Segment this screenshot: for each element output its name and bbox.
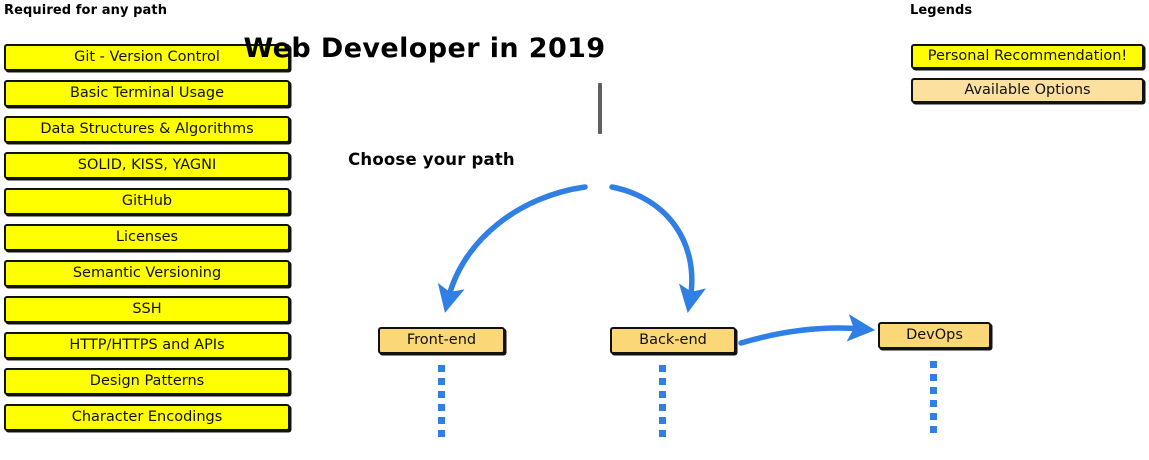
arrow-center-to-backend (609, 184, 707, 313)
trail-dot (930, 426, 937, 433)
trail-dot (930, 361, 937, 368)
required-skill-label: SSH (132, 301, 162, 318)
trail-dot (659, 417, 666, 424)
trail-dot (659, 365, 666, 372)
trail-dot (438, 391, 445, 398)
required-skill-label: HTTP/HTTPS and APIs (69, 337, 225, 354)
trail-dot (438, 417, 445, 424)
path-box-backend[interactable]: Back-end (610, 327, 736, 354)
legends-section-header: Legends (910, 3, 973, 18)
trail-dot (659, 378, 666, 385)
trail-dot (659, 404, 666, 411)
required-skill-label: Character Encodings (71, 409, 223, 426)
trail-dot (438, 404, 445, 411)
path-box-frontend[interactable]: Front-end (378, 327, 505, 354)
trail-dot (438, 365, 445, 372)
legend-item-recommendation: Personal Recommendation! (911, 44, 1144, 69)
required-skill-label: Data Structures & Algorithms (40, 121, 254, 138)
trail-dot (930, 413, 937, 420)
required-skill-label: Design Patterns (89, 373, 205, 390)
trail-dot (930, 400, 937, 407)
required-skill-label: Semantic Versioning (72, 265, 222, 282)
page-title: Web Developer in 2019 (243, 33, 606, 64)
path-box-devops[interactable]: DevOps (878, 322, 991, 349)
path-box-label: DevOps (906, 327, 963, 344)
required-skill-item[interactable]: Licenses (4, 224, 290, 251)
trail-dot (930, 387, 937, 394)
trail-dot (930, 374, 937, 381)
required-skill-item[interactable]: SOLID, KISS, YAGNI (4, 152, 290, 179)
trail-dot (438, 430, 445, 437)
required-skill-item[interactable]: Character Encodings (4, 404, 290, 431)
legend-item-label: Personal Recommendation! (927, 48, 1128, 65)
required-skill-item[interactable]: Semantic Versioning (4, 260, 290, 287)
required-skill-item[interactable]: Design Patterns (4, 368, 290, 395)
required-skill-item[interactable]: Data Structures & Algorithms (4, 116, 290, 143)
required-skill-label: SOLID, KISS, YAGNI (77, 157, 217, 174)
required-skill-label: Git - Version Control (74, 49, 220, 66)
dotted-trail-devops (930, 361, 937, 439)
trail-dot (438, 378, 445, 385)
arrow-backend-to-devops (738, 314, 876, 346)
required-skill-item[interactable]: Basic Terminal Usage (4, 80, 290, 107)
required-skills-list: Git - Version Control Basic Terminal Usa… (4, 44, 290, 440)
required-skill-label: GitHub (121, 193, 173, 210)
title-stem-connector (598, 83, 602, 134)
legend-item-label: Available Options (964, 82, 1091, 99)
dotted-trail-frontend (438, 365, 445, 443)
required-skill-label: Basic Terminal Usage (69, 85, 225, 102)
trail-dot (659, 430, 666, 437)
legend-item-available-options: Available Options (911, 78, 1144, 103)
dotted-trail-backend (659, 365, 666, 443)
trail-dot (659, 391, 666, 398)
arrow-center-to-frontend (437, 184, 588, 313)
required-skill-item[interactable]: Git - Version Control (4, 44, 290, 71)
choose-path-prompt: Choose your path (348, 150, 515, 169)
required-section-header: Required for any path (4, 3, 168, 18)
path-box-label: Front-end (406, 332, 477, 349)
required-skill-item[interactable]: SSH (4, 296, 290, 323)
path-box-label: Back-end (639, 332, 707, 349)
required-skill-label: Licenses (115, 229, 179, 246)
legend-list: Personal Recommendation! Available Optio… (911, 44, 1144, 112)
required-skill-item[interactable]: GitHub (4, 188, 290, 215)
required-skill-item[interactable]: HTTP/HTTPS and APIs (4, 332, 290, 359)
